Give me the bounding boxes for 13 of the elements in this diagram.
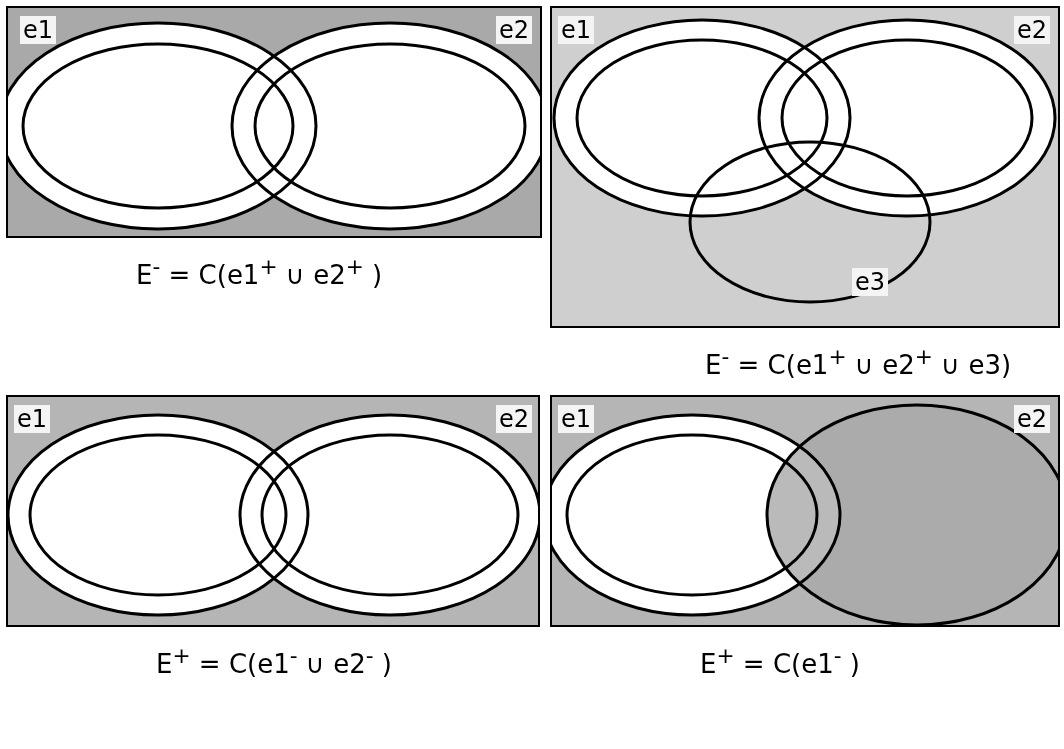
formula-caption: E$^{-}$ = C(e1$^{+}$ ∪ e2$^{+}$ )	[136, 254, 383, 290]
set-label: e1	[20, 16, 57, 44]
set-label: e2	[496, 16, 533, 44]
set-label: e1	[558, 16, 595, 44]
set-label: e1	[14, 405, 51, 433]
set-label: e1	[558, 405, 595, 433]
formula-caption: E$^{+}$ = C(e1$^{-}$ ∪ e2$^{-}$ )	[156, 643, 392, 679]
formula-caption: E$^{-}$ = C(e1$^{+}$ ∪ e2$^{+}$ ∪ e3)	[705, 344, 1012, 380]
set-label: e3	[852, 268, 889, 296]
set-label: e2	[1014, 405, 1051, 433]
set-label: e2	[496, 405, 533, 433]
formula-caption: E$^{+}$ = C(e1$^{-}$ )	[700, 643, 860, 679]
set-label: e2	[1014, 16, 1051, 44]
